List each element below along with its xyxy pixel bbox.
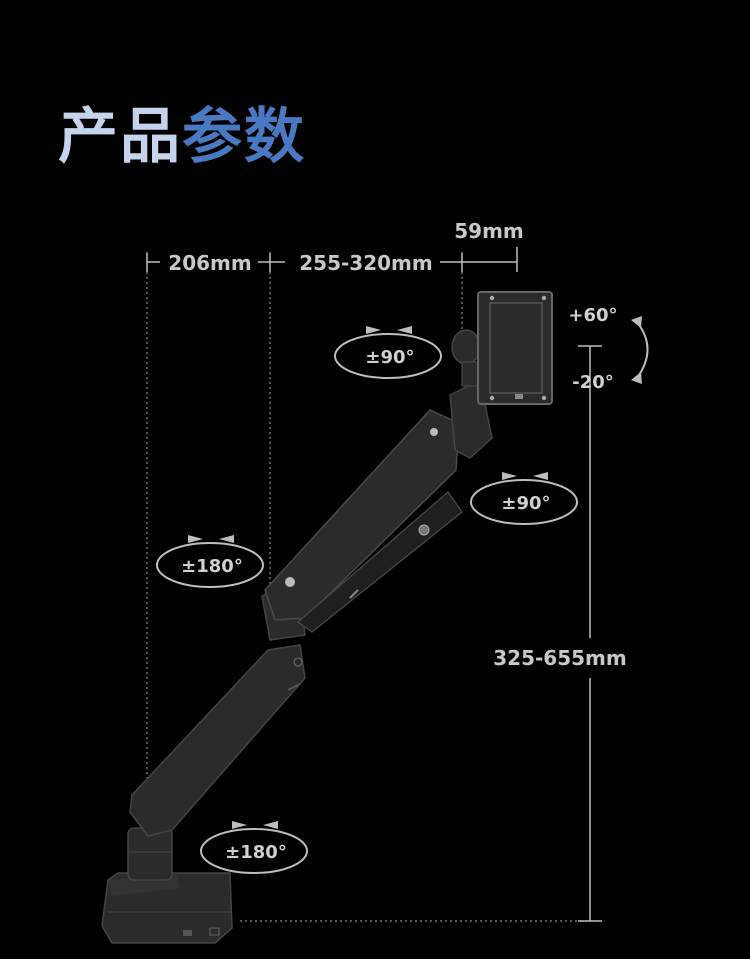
- rotation-label-right-mid: ±90°: [501, 493, 550, 514]
- arrow-right-icon: [232, 821, 247, 829]
- rotation-label-top-left: ±90°: [365, 347, 414, 368]
- arm-screw-lower: [285, 577, 295, 587]
- guide-lines: [146, 252, 588, 922]
- rotation-ring-icon: [470, 479, 578, 525]
- arrow-right-icon: [502, 472, 517, 480]
- tilt-arc-icon: [636, 321, 649, 379]
- rotation-label-left-mid: ±180°: [181, 556, 243, 577]
- arrow-right-icon: [366, 326, 381, 334]
- arrow-left-icon: [533, 472, 548, 480]
- arm-screw-upper: [430, 428, 438, 436]
- title-part-1: 产品: [58, 102, 182, 172]
- rotation-left-mid: ±180°: [156, 535, 264, 588]
- height-dimension: [578, 345, 602, 922]
- tilt-up-label: +60°: [568, 305, 617, 326]
- rotation-ring-icon: [200, 828, 308, 874]
- arrow-left-icon: [263, 821, 278, 829]
- title-part-2: 参数: [182, 102, 306, 172]
- tilt-down-label: -20°: [572, 372, 614, 393]
- dim-label-59: 59mm: [454, 219, 524, 243]
- vesa-plate: [477, 291, 553, 405]
- cable-clip-icon: [349, 589, 359, 599]
- tilt-arrow-down-icon: [631, 372, 642, 384]
- arrow-left-icon: [397, 326, 412, 334]
- monitor-arm: [101, 291, 553, 944]
- port-icon: [209, 927, 220, 936]
- rotation-bottom: ±180°: [200, 821, 308, 874]
- arrow-left-icon: [219, 535, 234, 543]
- page-title: 产品参数: [58, 88, 306, 175]
- usb-port-icon: [183, 930, 192, 936]
- rotation-label-bottom: ±180°: [225, 842, 287, 863]
- tilt-arrow-up-icon: [631, 316, 642, 328]
- upper-arm: [264, 409, 459, 621]
- lower-arm: [129, 644, 306, 837]
- rotation-ring-icon: [334, 333, 442, 379]
- tension-knob-icon: [418, 524, 430, 536]
- rotation-ring-icon: [156, 542, 264, 588]
- swivel-knob: [451, 329, 481, 365]
- arrow-right-icon: [188, 535, 203, 543]
- dim-label-height: 325-655mm: [493, 646, 626, 670]
- width-dimension: [146, 247, 518, 272]
- dim-label-255-320: 255-320mm: [299, 251, 432, 275]
- rotation-right-mid: ±90°: [470, 472, 578, 525]
- rotation-top-left: ±90°: [334, 326, 442, 379]
- dim-label-206: 206mm: [168, 251, 251, 275]
